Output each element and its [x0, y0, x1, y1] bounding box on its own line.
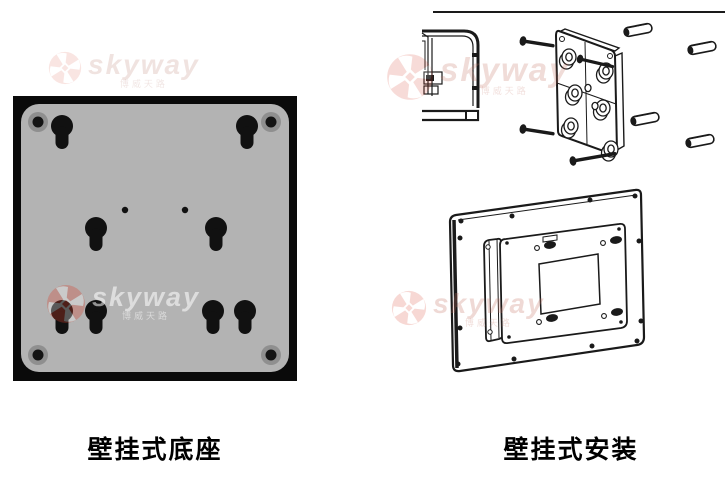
- device-rear-edge-view: [421, 29, 480, 122]
- keyhole-blobs: [544, 236, 623, 322]
- pilot-holes: [121, 206, 189, 214]
- figure-caption-base-plate: 壁挂式底座: [87, 436, 223, 464]
- panel-screw-dots: [455, 193, 644, 367]
- figure-cell-top-border: [433, 11, 725, 13]
- skyway-pinwheel-logo-icon: [48, 51, 82, 85]
- wall-mount-base-plate-diagram: [13, 96, 297, 381]
- plate-recess: [538, 253, 601, 315]
- watermark-brand: skyway: [88, 49, 200, 80]
- expansion-anchors: [623, 22, 717, 149]
- wall-mount-assembled-diagram: [448, 188, 646, 373]
- plate-side-bracket: [483, 237, 504, 343]
- keyhole-slots: [51, 115, 258, 334]
- watermark-tagline: 博威天路: [119, 79, 168, 89]
- corner-screws: [28, 112, 281, 365]
- device-side-band: [452, 219, 459, 369]
- plate-small-holes: [534, 240, 607, 325]
- skyway-pinwheel-logo-icon: [391, 290, 427, 326]
- wall-mount-exploded-diagram: [421, 22, 717, 166]
- plate-corner-dots: [505, 227, 623, 339]
- skyway-watermark: skyway 博威天路: [48, 51, 200, 89]
- mounting-screws: [519, 36, 617, 166]
- wall-plate-exploded: [554, 28, 625, 162]
- mounted-wall-plate: [499, 222, 628, 345]
- figure-caption-installation: 壁挂式安装: [503, 436, 639, 464]
